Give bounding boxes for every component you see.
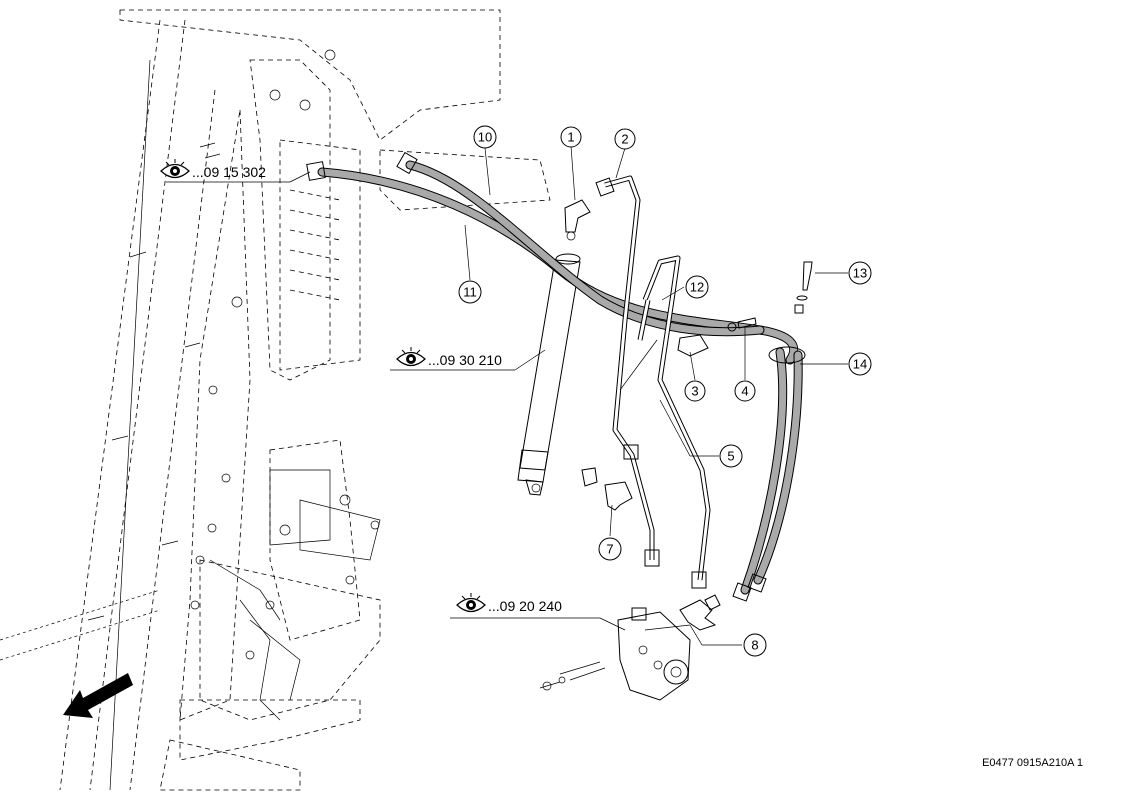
callout-number: 11 bbox=[463, 285, 477, 300]
eye-icon bbox=[160, 159, 190, 179]
reference-text: ...09 15 302 bbox=[192, 164, 266, 180]
callout-number: 5 bbox=[727, 449, 734, 464]
callout-3: 3 bbox=[684, 380, 706, 402]
callout-11: 11 bbox=[458, 280, 482, 304]
callout-7: 7 bbox=[598, 537, 622, 561]
callout-number: 8 bbox=[751, 638, 758, 653]
reference-label-3: ...09 20 240 bbox=[456, 593, 562, 614]
callout-number: 7 bbox=[606, 542, 613, 557]
drawing-code: E0477 0915A210A 1 bbox=[982, 757, 1083, 769]
hose-assemblies bbox=[306, 151, 803, 602]
fittings bbox=[539, 199, 813, 701]
leader-lines bbox=[166, 145, 848, 646]
eye-icon bbox=[456, 593, 486, 613]
callout-number: 2 bbox=[621, 132, 628, 147]
callout-number: 4 bbox=[741, 384, 748, 399]
callout-number: 14 bbox=[853, 357, 867, 372]
rigid-tubes bbox=[595, 175, 711, 589]
eye-icon bbox=[396, 347, 426, 367]
machine-frame bbox=[0, 9, 551, 791]
callout-number: 13 bbox=[853, 266, 867, 281]
frame-bolts bbox=[190, 49, 380, 660]
callout-13: 13 bbox=[848, 261, 872, 285]
direction-arrow bbox=[63, 673, 133, 718]
callout-2: 2 bbox=[614, 128, 636, 150]
reference-label-2: ...09 30 210 bbox=[396, 347, 502, 368]
callout-number: 12 bbox=[690, 280, 704, 295]
hydraulic-cylinder bbox=[517, 253, 581, 496]
callout-4: 4 bbox=[734, 380, 756, 402]
callout-14: 14 bbox=[848, 352, 872, 376]
callout-8: 8 bbox=[743, 633, 767, 657]
callout-number: 10 bbox=[478, 130, 492, 145]
callout-1: 1 bbox=[560, 126, 582, 148]
reference-text: ...09 20 240 bbox=[488, 598, 562, 614]
callout-number: 1 bbox=[567, 130, 574, 145]
callout-10: 10 bbox=[473, 125, 497, 149]
reference-label-1: ...09 15 302 bbox=[160, 159, 266, 180]
reference-text: ...09 30 210 bbox=[428, 352, 502, 368]
callout-number: 3 bbox=[691, 384, 698, 399]
callout-5: 5 bbox=[719, 444, 743, 468]
pin-marks bbox=[87, 142, 221, 621]
callout-12: 12 bbox=[685, 275, 709, 299]
